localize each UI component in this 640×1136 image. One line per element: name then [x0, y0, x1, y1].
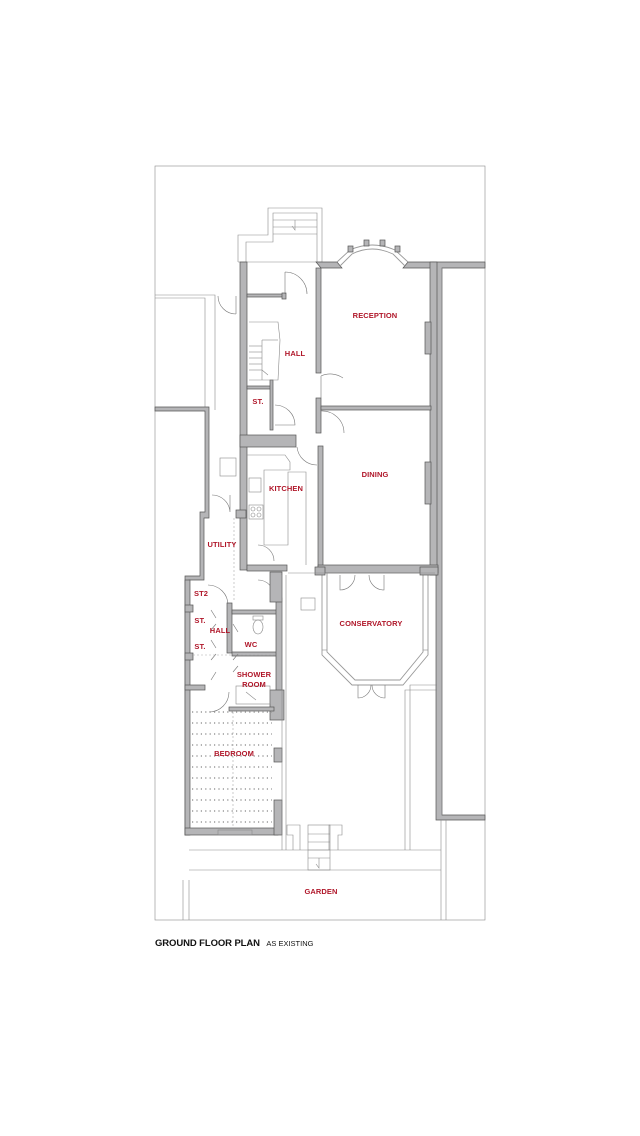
- room-labels: RECEPTION HALL ST. DINING KITCHEN UTILIT…: [194, 311, 402, 896]
- kitchen-units: [219, 454, 307, 565]
- plan-subtitle: AS EXISTING: [266, 939, 314, 948]
- bedroom-window: [217, 829, 253, 836]
- right-neighbour: [432, 261, 486, 821]
- main-walls: [235, 261, 439, 576]
- room-label-room: ROOM: [242, 680, 266, 689]
- garden-outlines: [189, 575, 447, 920]
- site-boundary: [154, 165, 486, 921]
- plan-title: GROUND FLOOR PLAN: [155, 938, 260, 949]
- room-label-st-front: ST.: [252, 397, 263, 406]
- plan-caption: GROUND FLOOR PLAN AS EXISTING: [155, 933, 313, 951]
- room-label-rear-hall: HALL: [210, 626, 231, 635]
- doors: [207, 271, 345, 713]
- room-label-wc: WC: [245, 640, 258, 649]
- hall-stairs: [249, 321, 281, 381]
- bay-window: [336, 239, 409, 267]
- room-label-kitchen: KITCHEN: [269, 484, 303, 493]
- room-label-reception: RECEPTION: [353, 311, 398, 320]
- cupboard-doors: [193, 609, 276, 681]
- room-label-shower: SHOWER: [237, 670, 272, 679]
- wc-fixtures: [235, 615, 271, 705]
- room-label-utility: UTILITY: [207, 540, 236, 549]
- room-label-garden: GARDEN: [304, 887, 337, 896]
- rear-walls: [184, 571, 285, 836]
- room-label-st-rear-1: ST.: [194, 616, 205, 625]
- room-label-hall: HALL: [285, 349, 306, 358]
- room-label-st2: ST2: [194, 589, 208, 598]
- room-label-dining: DINING: [362, 470, 389, 479]
- room-label-bedroom: BEDROOM: [214, 749, 254, 758]
- left-neighbour: [155, 294, 216, 920]
- bedroom-floor-pattern: [192, 711, 272, 826]
- room-label-st-rear-2: ST.: [194, 642, 205, 651]
- room-label-conservatory: CONSERVATORY: [340, 619, 403, 628]
- conservatory-outline: [288, 566, 439, 699]
- front-steps: [237, 207, 323, 263]
